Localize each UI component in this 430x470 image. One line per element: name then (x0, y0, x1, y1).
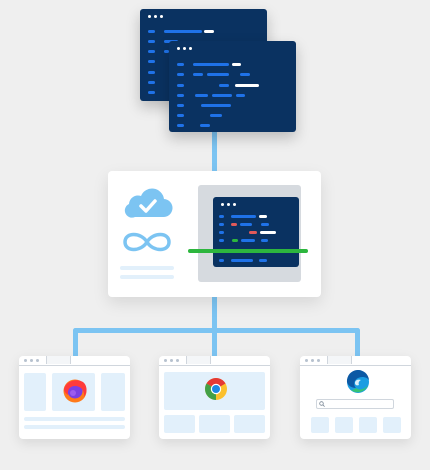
code-editor-test (213, 197, 299, 267)
cloud-check-icon (124, 188, 173, 218)
firefox-logo-icon (63, 379, 87, 403)
tile (234, 415, 265, 433)
tile (101, 373, 125, 411)
infinity-icon (123, 232, 171, 252)
tile (335, 417, 353, 433)
tile (311, 417, 329, 433)
window-dots (164, 359, 179, 362)
browser-window-edge (300, 356, 411, 439)
window-dots (148, 15, 163, 18)
scan-line (188, 249, 308, 253)
connector-top (212, 132, 217, 172)
connector-right-drop (355, 328, 360, 358)
window-dots (221, 203, 236, 206)
chrome-logo-icon (205, 378, 227, 400)
tile (24, 425, 125, 429)
browser-tab (186, 356, 211, 364)
search-icon (319, 401, 325, 407)
tile (199, 415, 230, 433)
window-dots (24, 359, 39, 362)
tile (359, 417, 377, 433)
connector-left-drop (73, 328, 78, 358)
test-panel (198, 185, 301, 282)
edge-logo-icon (346, 370, 369, 393)
browser-tab (46, 356, 71, 364)
text-line (120, 266, 174, 270)
search-input[interactable] (316, 399, 394, 409)
browser-window-chrome (159, 356, 270, 439)
tile (383, 417, 401, 433)
text-line (120, 275, 174, 279)
code-editor-front (169, 41, 296, 132)
window-dots (305, 359, 320, 362)
browser-window-firefox (19, 356, 130, 439)
tile (24, 373, 46, 411)
window-dots (177, 47, 192, 50)
connector-center-drop (212, 328, 217, 358)
connector-middle (212, 296, 217, 330)
browser-tab (327, 356, 352, 364)
tile (24, 417, 125, 421)
testing-card (108, 171, 321, 297)
tile (164, 415, 195, 433)
